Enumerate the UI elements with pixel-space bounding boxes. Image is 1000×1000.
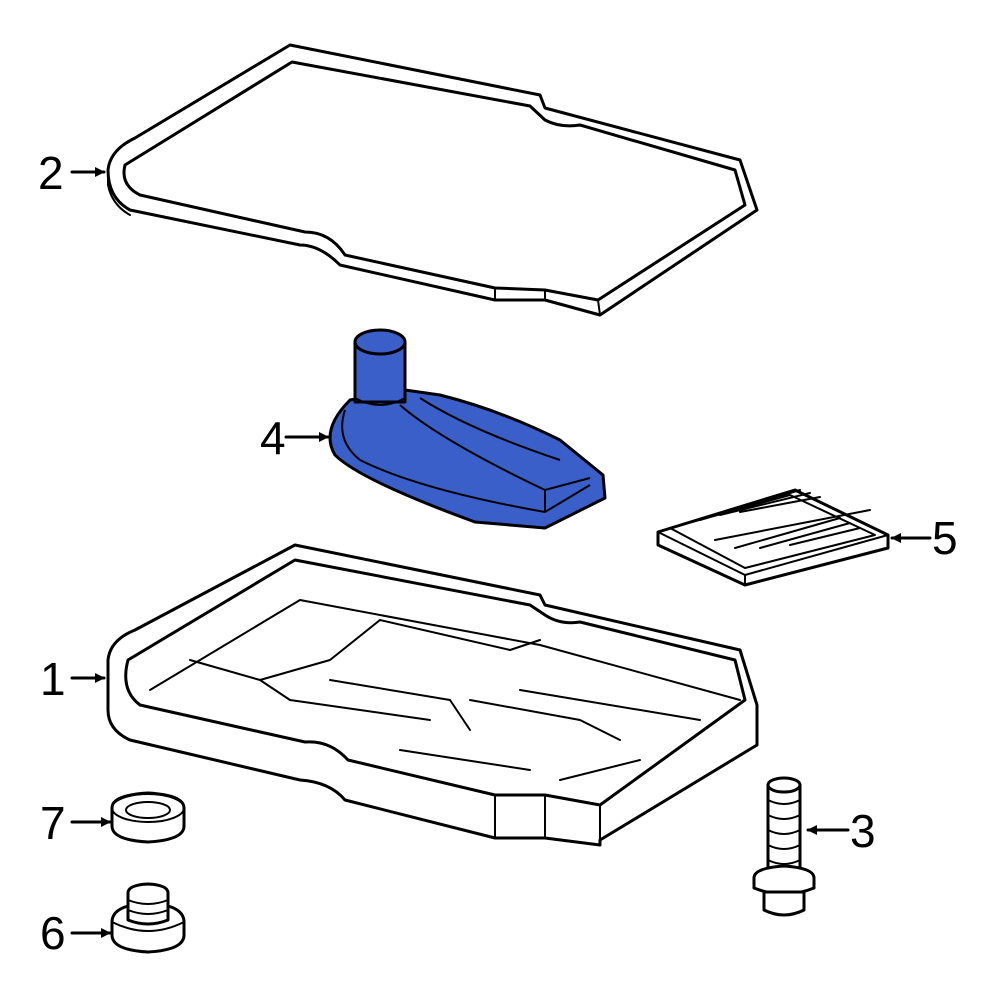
filter-insert-part — [656, 488, 890, 587]
drain-plug-part — [110, 882, 186, 954]
callout-5: 5 — [932, 512, 958, 564]
seal-washer-part — [110, 791, 186, 844]
gasket-part — [106, 43, 759, 317]
callout-1: 1 — [40, 653, 66, 705]
callout-6: 6 — [40, 907, 66, 959]
filter-part — [328, 328, 607, 530]
bolt-part — [752, 776, 816, 917]
callout-7: 7 — [40, 797, 66, 849]
oil-pan-part — [106, 543, 759, 847]
callout-4: 4 — [260, 412, 286, 464]
callout-2: 2 — [38, 147, 64, 199]
callout-3: 3 — [850, 805, 876, 857]
